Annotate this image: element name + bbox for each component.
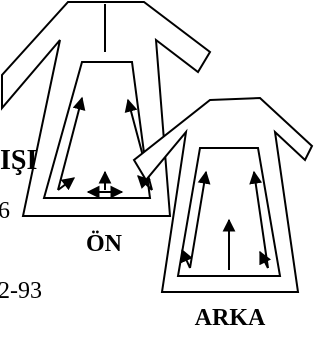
- back-garment-outline: [132, 96, 314, 293]
- back-label: ARKA: [195, 305, 266, 331]
- left-text-fragment-1: IŞI: [0, 145, 38, 176]
- left-text-fragment-3: 2-93: [0, 278, 42, 304]
- front-arrow-right-corner: [137, 175, 153, 191]
- front-arrow-left-corner: [57, 177, 76, 191]
- back-inner-panel: [176, 147, 282, 277]
- back-arrow-left-corner: [180, 248, 193, 269]
- back-arrow-right-corner: [259, 250, 272, 269]
- back-arrows: [180, 170, 272, 270]
- front-label: ÖN: [86, 231, 123, 257]
- front-inner-panel: [42, 61, 152, 199]
- front-arrow-left-up: [57, 96, 86, 191]
- left-text-fragment-2: 6: [0, 198, 10, 224]
